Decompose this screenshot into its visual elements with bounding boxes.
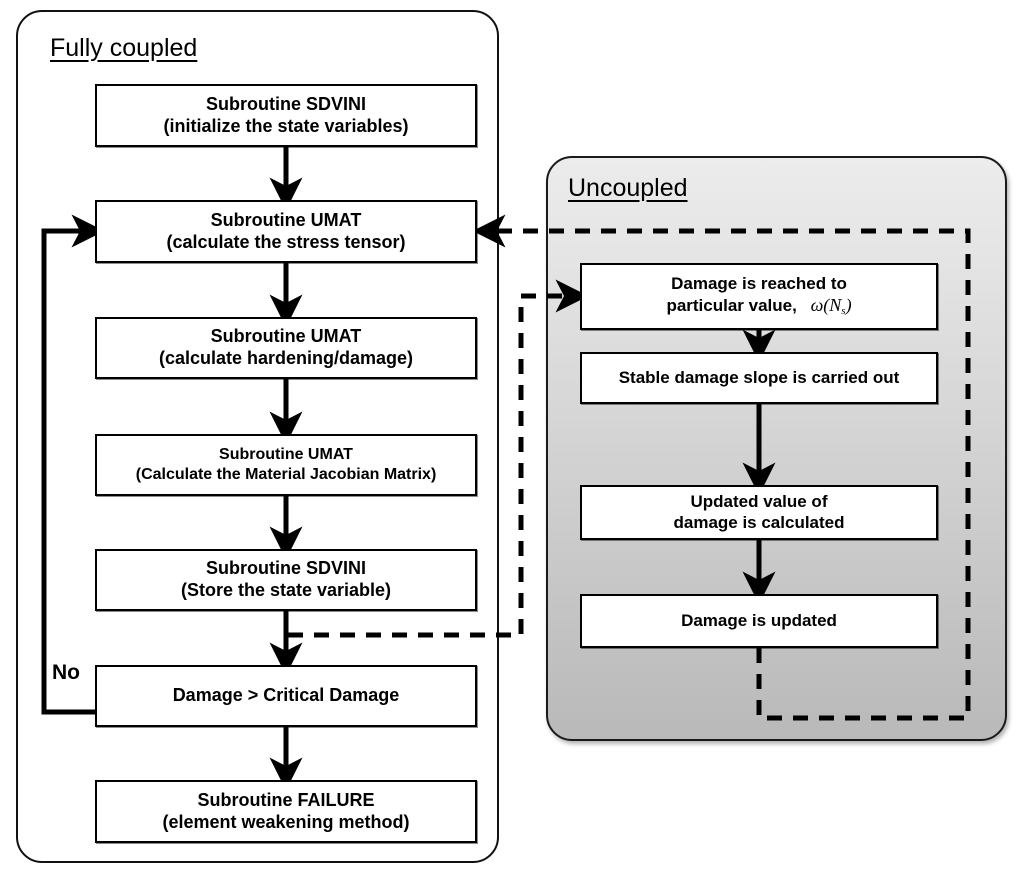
node-line2: (initialize the state variables) — [163, 115, 409, 136]
node-damage-gt-critical-damage[interactable]: Damage > Critical Damage — [95, 665, 477, 727]
node-line1: Subroutine FAILURE — [197, 789, 375, 810]
node-subroutine-failure[interactable]: Subroutine FAILURE (element weakening me… — [95, 780, 477, 843]
node-subroutine-umat-hardening[interactable]: Subroutine UMAT (calculate hardening/dam… — [95, 317, 477, 379]
node-stable-damage-slope[interactable]: Stable damage slope is carried out — [580, 352, 938, 404]
node-line1: Subroutine UMAT — [219, 446, 353, 464]
node-line2: (Calculate the Material Jacobian Matrix) — [135, 466, 437, 483]
node-subroutine-sdvini-store[interactable]: Subroutine SDVINI (Store the state varia… — [95, 549, 477, 611]
panel-title-uncoupled: Uncoupled — [568, 174, 688, 202]
node-updated-value-of-damage[interactable]: Updated value of damage is calculated — [580, 485, 938, 540]
node-line1: Subroutine SDVINI — [205, 558, 366, 579]
node-damage-is-updated[interactable]: Damage is updated — [580, 594, 938, 648]
node-line2-text: particular value, — [666, 296, 797, 316]
edge-label-no: No — [52, 661, 80, 684]
node-line1: Subroutine SDVINI — [205, 93, 366, 114]
node-damage-reached-particular-value[interactable]: Damage is reached to particular value, ω… — [580, 263, 938, 330]
node-line2: particular value, ω(Ns) — [666, 295, 851, 318]
node-subroutine-umat-stress[interactable]: Subroutine UMAT (calculate the stress te… — [95, 200, 477, 263]
node-subroutine-umat-jacobian[interactable]: Subroutine UMAT (Calculate the Material … — [95, 434, 477, 496]
node-line2: (Store the state variable) — [180, 580, 392, 600]
node-line1: Damage is updated — [681, 610, 837, 630]
node-line2: damage is calculated — [673, 512, 845, 532]
node-line1: Subroutine UMAT — [210, 209, 362, 230]
node-line2: (calculate the stress tensor) — [166, 231, 406, 252]
dashed-arrow-coupled-to-uncoupled — [288, 279, 589, 638]
arrow-no-feedback-loop — [41, 214, 105, 715]
node-line1: Damage > Critical Damage — [172, 685, 400, 706]
node-line2: (calculate hardening/damage) — [158, 348, 414, 368]
node-line1: Damage is reached to — [671, 274, 847, 294]
node-line1: Stable damage slope is carried out — [618, 367, 900, 387]
node-line1: Updated value of — [690, 491, 828, 511]
panel-uncoupled: Uncoupled — [546, 156, 1007, 741]
node-subroutine-sdvini-init[interactable]: Subroutine SDVINI (initialize the state … — [95, 84, 477, 147]
node-line2: (element weakening method) — [162, 811, 410, 832]
panel-title-fully-coupled: Fully coupled — [50, 34, 198, 62]
node-line1: Subroutine UMAT — [210, 326, 362, 347]
omega-ns-formula: ω(Ns) — [810, 295, 852, 318]
